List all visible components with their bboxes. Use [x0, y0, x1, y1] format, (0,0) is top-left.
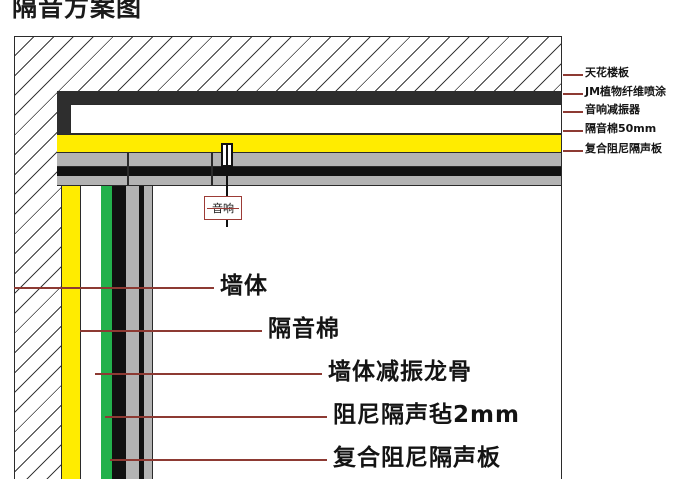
label-damping-keel: 墙体减振龙骨: [328, 359, 472, 385]
ceiling-joint-tick-1: [127, 153, 129, 186]
label-ceiling-slab: 天花楼板: [585, 66, 629, 79]
wall-layer-gray-board: [126, 186, 139, 479]
label-audio-damper: 音响减振器: [585, 103, 640, 116]
ceiling-layer-damping-board: [57, 167, 561, 176]
callout-box-inner-rule: [207, 208, 239, 209]
label-damping-felt: 阻尼隔声毡2mm: [333, 402, 520, 428]
label-fiber-spray: JM植物纤维喷涂: [585, 85, 667, 98]
leader-damping-felt: [105, 416, 327, 418]
label-sound-cotton: 隔音棉: [268, 316, 340, 342]
label-composite-board: 复合阻尼隔声板: [333, 445, 501, 471]
wall-layer-air-cavity: [81, 186, 101, 479]
label-wall-body: 墙体: [220, 273, 268, 299]
drawing-frame: [14, 36, 562, 479]
leader-ceiling-slab: [563, 74, 583, 76]
ceiling-layer-finish-board: [57, 176, 561, 186]
ceiling-layer-air-cavity: [70, 104, 561, 134]
wall-layer-composite-board: [139, 186, 144, 479]
ceiling-layer-insulation: [57, 134, 561, 153]
ceiling-joint-tick-2: [211, 153, 213, 186]
leader-audio-damper: [563, 111, 583, 113]
wall-layer-damping-keel: [101, 186, 112, 479]
leader-sound-cotton-50: [563, 130, 583, 132]
leader-damping-board: [563, 150, 583, 152]
leader-wall-body: [14, 287, 214, 289]
ceiling-spray-return-left: [57, 91, 70, 134]
label-damping-board: 复合阻尼隔声板: [585, 142, 662, 155]
damper-core-bar: [226, 145, 228, 165]
ceiling-layer-spray: [57, 91, 561, 104]
acoustic-damper-symbol: [221, 143, 233, 167]
wall-layer-damping-felt: [112, 186, 126, 479]
leader-fiber-spray: [563, 93, 583, 95]
wall-layer-insulation: [61, 186, 81, 479]
leader-sound-cotton: [80, 330, 262, 332]
wall-layer-finish-board: [144, 186, 153, 479]
label-sound-cotton-50: 隔音棉50mm: [585, 122, 657, 135]
leader-damping-keel: [95, 373, 322, 375]
ceiling-layer-gray-board: [57, 153, 561, 167]
page-title: 隔音方案图: [12, 0, 143, 22]
leader-composite-board: [110, 459, 327, 461]
